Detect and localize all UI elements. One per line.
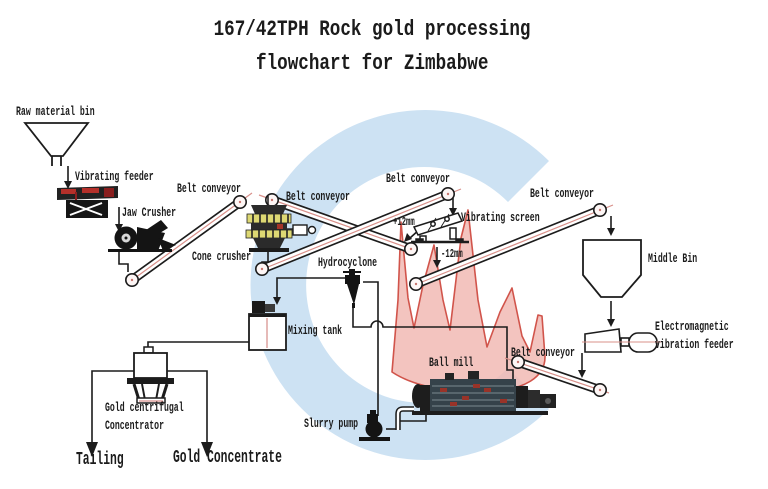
label-concentrator-line2: Concentrator (105, 418, 164, 433)
belt-conveyor-5-graphic (504, 354, 610, 397)
label-slurry-pump: Slurry pump (304, 416, 359, 431)
label-jaw-crusher: Jaw Crusher (122, 205, 177, 220)
raw-material-bin-graphic (23, 122, 90, 166)
pump-elbow-pipe (395, 406, 414, 430)
belt-conveyor-3-graphic (255, 187, 462, 276)
mixing-tank-graphic (248, 301, 287, 351)
label-gold-concentrate: Gold Concentrate (173, 448, 282, 468)
page-title-line2: flowchart for Zimbabwe (0, 51, 744, 76)
em-vibration-feeder-graphic (582, 328, 661, 353)
arrow-heads (64, 181, 615, 457)
concentrator-graphic (127, 346, 174, 404)
label-belt-conveyor-4: Belt conveyor (530, 186, 594, 201)
label-mixing-tank: Mixing tank (288, 323, 343, 338)
vibrating-screen-graphic (411, 212, 469, 244)
label-belt-conveyor-1: Belt conveyor (177, 181, 241, 196)
flow-to-tailing (91, 370, 134, 442)
label-em-feeder-line2: vibration feeder (655, 337, 734, 352)
label-cone-crusher: Cone crusher (192, 249, 251, 264)
ball-mill-graphic (412, 371, 556, 415)
label-vibrating-screen: Vibrating screen (461, 210, 540, 225)
label-middle-bin: Middle Bin (648, 251, 698, 266)
page-title-text2: flowchart for Zimbabwe (255, 51, 489, 76)
belt-conveyor-1-graphic (125, 192, 253, 287)
label-undersize: -12mm (441, 248, 463, 261)
vibrating-feeder-graphic (57, 186, 118, 218)
flow-cyclone-underflow (352, 304, 514, 384)
label-vibrating-feeder: Vibrating feeder (75, 169, 154, 184)
label-raw-material-bin: Raw material bin (16, 104, 95, 119)
flow-to-concentrate (167, 370, 208, 442)
flow-cyclone-overflow (276, 277, 350, 297)
flow-pump-riser (363, 281, 379, 416)
belt-conveyor-4-graphic (408, 203, 614, 291)
label-hydrocyclone: Hydrocyclone (318, 255, 377, 270)
watermark-ring (250, 110, 549, 461)
label-belt-conveyor-3: Belt conveyor (386, 171, 450, 186)
slurry-pump-graphic (359, 410, 390, 441)
hydrocyclone-graphic (343, 269, 361, 308)
belt-conveyor-2-graphic (258, 193, 418, 257)
label-em-feeder-line1: Electromagnetic (655, 319, 729, 334)
page-title-text1: 167/42TPH Rock gold processing (213, 17, 531, 42)
label-belt-conveyor-5: Belt conveyor (511, 345, 575, 360)
label-oversize: +12mm (393, 216, 415, 229)
flow-jaw-to-conveyor (118, 249, 129, 272)
middle-bin-graphic (582, 239, 642, 298)
label-ball-mill: Ball mill (429, 355, 474, 370)
cone-crusher-graphic (245, 196, 317, 252)
page-title-line1: 167/42TPH Rock gold processing (0, 17, 744, 42)
label-belt-conveyor-2: Belt conveyor (286, 189, 350, 204)
jaw-crusher-graphic (108, 220, 176, 252)
flow-tank-to-concentrator (147, 341, 249, 351)
label-concentrator-line1: Gold centrifugal (105, 400, 184, 415)
label-tailing: Tailing (76, 450, 124, 470)
